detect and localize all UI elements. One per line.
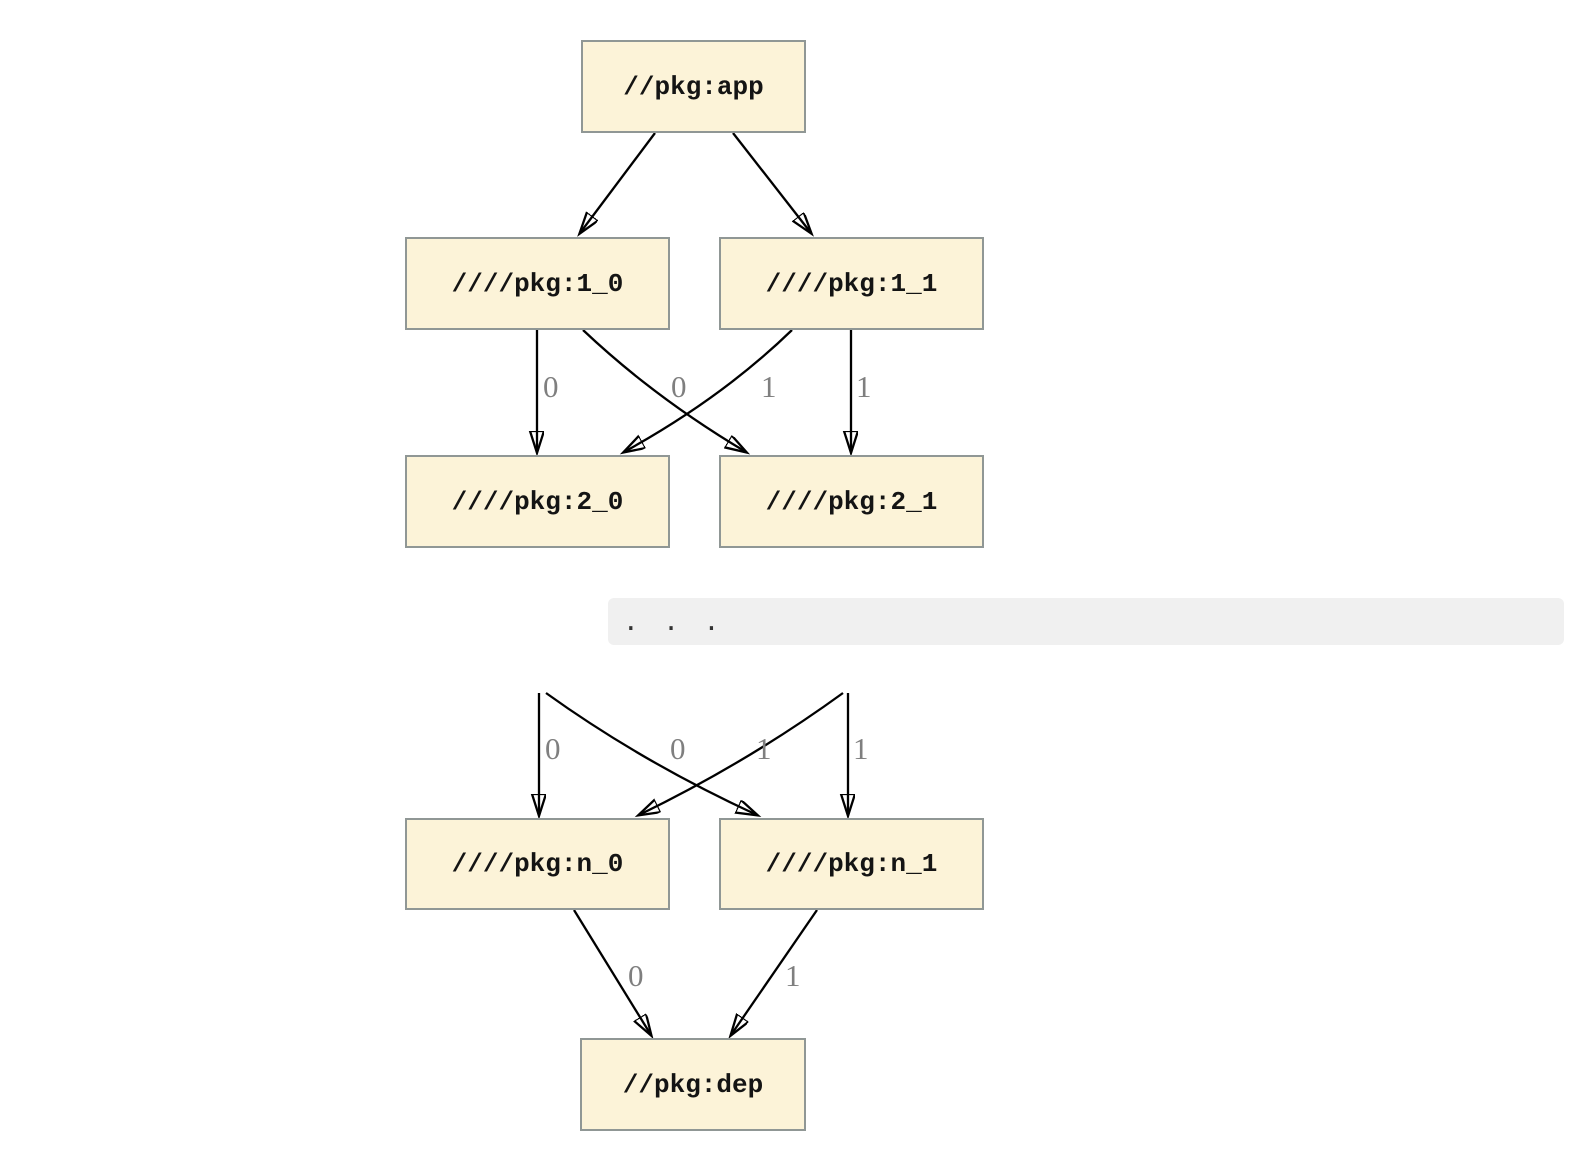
node-pkg-2_0: ////pkg:2_0 — [405, 455, 670, 548]
edge-label-n_1-to-dep: 1 — [785, 958, 801, 993]
node-pkg-dep: //pkg:dep — [580, 1038, 806, 1131]
edge-label-prev-to-n_1-right: 1 — [853, 731, 869, 766]
edge-label-prev-to-n_0-cross: 0 — [670, 731, 686, 766]
ellipsis-band: . . . — [608, 598, 1564, 645]
node-pkg-2_1: ////pkg:2_1 — [719, 455, 984, 548]
ellipsis-text: . . . — [623, 607, 720, 637]
node-pkg-1_1: ////pkg:1_1 — [719, 237, 984, 330]
edge-label-prev-to-n_0-left: 0 — [545, 731, 561, 766]
edge-n_0-to-dep — [573, 909, 651, 1035]
edge-label-1_1-to-2_0: 0 — [671, 369, 687, 404]
node-pkg-app: //pkg:app — [581, 40, 806, 133]
edge-label-1_0-to-2_0: 0 — [543, 369, 559, 404]
edge-label-n_0-to-dep: 0 — [628, 958, 644, 993]
edge-1_1-to-2_0 — [624, 329, 793, 452]
edge-app-to-1_0 — [580, 132, 656, 233]
edge-n_1-to-dep — [731, 909, 818, 1035]
edge-label-prev-to-n_1-cross: 1 — [756, 731, 772, 766]
edge-app-to-1_1 — [732, 132, 811, 233]
edge-1_0-to-2_1 — [582, 329, 746, 452]
edge-label-1_0-to-2_1: 1 — [761, 369, 777, 404]
node-pkg-n_0: ////pkg:n_0 — [405, 818, 670, 910]
edge-prev-to-n_0-cross — [639, 692, 844, 815]
edge-prev-to-n_1-cross — [545, 692, 757, 815]
node-pkg-n_1: ////pkg:n_1 — [719, 818, 984, 910]
edge-label-1_1-to-2_1: 1 — [856, 369, 872, 404]
node-pkg-1_0: ////pkg:1_0 — [405, 237, 670, 330]
